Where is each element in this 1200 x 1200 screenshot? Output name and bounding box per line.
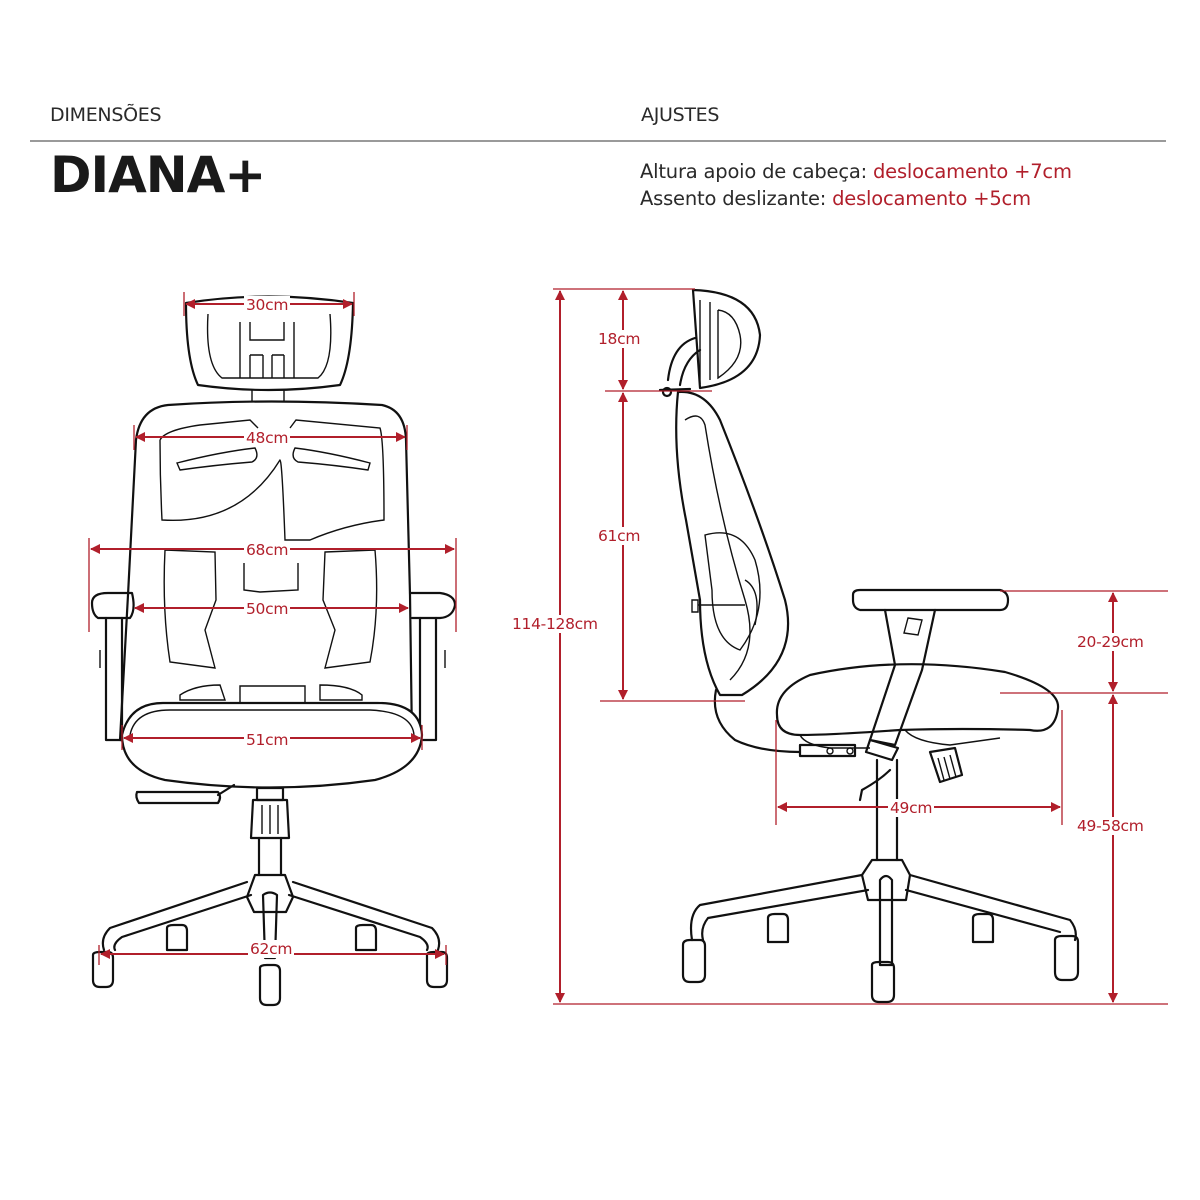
- adjustment-value: deslocamento +7cm: [873, 160, 1072, 183]
- dim-seat-depth: 49cm: [888, 799, 935, 817]
- model-title: DIANA+: [50, 146, 266, 204]
- side-view-chair: [658, 288, 1080, 1004]
- front-view-dimensions: [88, 292, 457, 965]
- section-label-dimensions: DIMENSÕES: [50, 104, 162, 126]
- dim-base-diameter: 62cm: [248, 940, 295, 958]
- adjustment-seat-slide: Assento deslizante: deslocamento +5cm: [640, 185, 1072, 212]
- dim-armrest-height: 20-29cm: [1075, 633, 1146, 651]
- dim-overall-width: 68cm: [244, 541, 291, 559]
- adjustment-headrest: Altura apoio de cabeça: deslocamento +7c…: [640, 158, 1072, 185]
- dim-seat-height: 49-58cm: [1075, 817, 1146, 835]
- section-label-adjustments: AJUSTES: [641, 104, 720, 126]
- front-view-chair: [90, 295, 457, 1007]
- side-view-dimensions: [553, 288, 1168, 1005]
- dim-headrest-width: 30cm: [244, 296, 291, 314]
- dim-between-armrests: 50cm: [244, 600, 291, 618]
- dim-headrest-height: 18cm: [596, 330, 643, 348]
- adjustment-value: deslocamento +5cm: [832, 187, 1031, 210]
- dim-total-height: 114-128cm: [510, 615, 600, 633]
- dim-backrest-height: 61cm: [596, 527, 643, 545]
- adjustment-label: Assento deslizante:: [640, 187, 827, 210]
- dim-seat-width: 51cm: [244, 731, 291, 749]
- adjustments-list: Altura apoio de cabeça: deslocamento +7c…: [640, 158, 1072, 212]
- dim-backrest-width: 48cm: [244, 429, 291, 447]
- adjustment-label: Altura apoio de cabeça:: [640, 160, 867, 183]
- header-divider: [30, 140, 1166, 142]
